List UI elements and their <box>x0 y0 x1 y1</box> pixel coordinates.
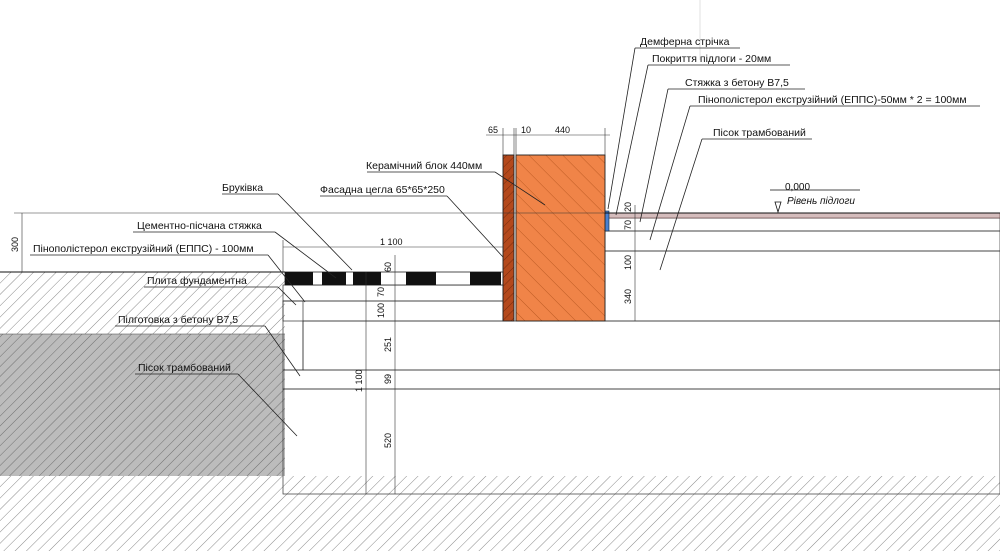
floor-covering <box>604 212 1000 219</box>
label-sand-exterior: Пісок трамбований <box>138 362 231 374</box>
foundation-slab <box>302 320 1000 371</box>
label-floor-cover: Покриття підлоги - 20мм <box>652 53 771 65</box>
ceramic-block-wall <box>515 154 606 322</box>
level-caption: Рівень підлоги <box>787 196 855 207</box>
dim-99: 99 <box>383 374 393 384</box>
label-damper-tape: Демферна стрічка <box>640 36 730 48</box>
dim-251: 251 <box>383 337 393 352</box>
soil-top-hatch <box>0 272 285 334</box>
screed-b75-interior <box>604 217 1000 232</box>
soil-bottom-hatch <box>0 476 1000 551</box>
dim-100-exterior: 100 <box>376 303 386 318</box>
label-paving: Бруківка <box>222 182 263 194</box>
label-xps-exterior: Пінополістерол екструзійний (ЕППС) - 100… <box>33 243 254 255</box>
label-cement-screed: Цементно-пісчана стяжка <box>137 220 262 232</box>
dim-300: 300 <box>10 237 20 252</box>
facade-brick <box>502 154 515 322</box>
level-value: 0,000 <box>785 182 810 193</box>
dim-70-exterior: 70 <box>376 287 386 297</box>
dim-10: 10 <box>521 125 531 135</box>
level-marker <box>770 189 860 214</box>
dim-60: 60 <box>383 262 393 272</box>
dim-100-interior: 100 <box>623 255 633 270</box>
dim-340: 340 <box>623 289 633 304</box>
sand-interior <box>604 250 1000 322</box>
leader-lines <box>30 47 980 437</box>
dim-65: 65 <box>488 125 498 135</box>
dim-1100-vertical: 1 100 <box>354 369 364 392</box>
dim-1100-horizontal: 1 100 <box>380 237 403 247</box>
xps-interior-layer <box>604 230 1000 252</box>
dim-440: 440 <box>555 125 570 135</box>
xps-exterior-layer <box>282 300 504 322</box>
label-prep-b75: Пілготовка з бетону В7,5 <box>118 314 238 326</box>
label-screed-b75: Стяжка з бетону В7,5 <box>685 77 789 89</box>
label-slab: Плита фундаментна <box>147 275 247 287</box>
soil-gray-zone <box>0 334 285 476</box>
label-ceramic-block: Керамічний блок 440мм <box>366 160 482 172</box>
paving-stones <box>285 272 501 285</box>
dim-20: 20 <box>623 202 633 212</box>
dim-520: 520 <box>383 433 393 448</box>
label-sand-interior: Пісок трамбований <box>713 127 806 139</box>
cement-screed-layer <box>282 284 504 302</box>
dim-70-interior: 70 <box>623 220 633 230</box>
label-xps-interior: Пінополістерол екструзійний (ЕППС)-50мм … <box>698 94 967 106</box>
xps-slab-edge <box>282 300 304 371</box>
label-facade-brick: Фасадна цегла 65*65*250 <box>320 184 445 196</box>
